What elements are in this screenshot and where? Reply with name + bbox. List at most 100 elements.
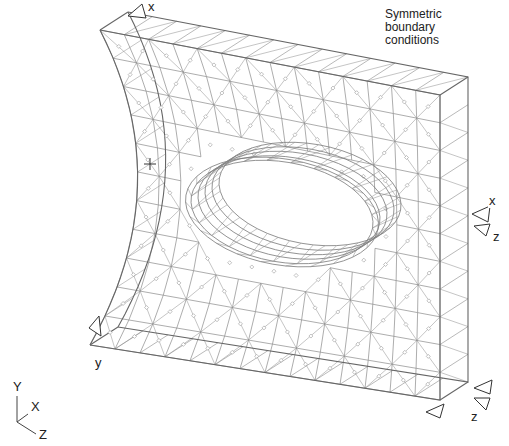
node-marker	[188, 224, 192, 228]
mesh-line	[440, 132, 468, 150]
mesh-line	[221, 53, 229, 81]
hole-ring	[186, 157, 379, 267]
node-marker	[426, 354, 430, 358]
mesh-line	[417, 95, 440, 118]
mesh-line	[395, 169, 397, 197]
mesh-line	[186, 271, 193, 300]
mesh-line	[133, 211, 161, 229]
mesh-line	[325, 324, 348, 328]
mesh-line	[300, 95, 304, 123]
mesh-line	[416, 118, 418, 146]
mesh-line	[157, 148, 179, 152]
node-marker	[307, 81, 311, 85]
mesh-line	[146, 91, 153, 119]
node-marker	[362, 258, 366, 262]
node-marker	[405, 295, 409, 299]
mesh-line	[197, 105, 214, 129]
mesh-line	[323, 76, 343, 99]
hole-mesh-line	[273, 243, 301, 261]
node-marker	[144, 215, 148, 219]
mesh-line	[225, 336, 249, 340]
mesh-line	[415, 378, 443, 396]
mesh-line	[372, 137, 374, 165]
mesh-line	[392, 364, 416, 368]
hole-mesh-line	[367, 222, 395, 240]
hole-mesh-line	[373, 228, 376, 236]
boundary-condition-symbols	[89, 4, 492, 418]
mesh-line	[417, 285, 418, 313]
node-marker	[132, 334, 136, 338]
node-marker	[131, 273, 135, 277]
node-marker	[403, 350, 407, 354]
mesh-line	[165, 339, 193, 357]
mesh-line	[391, 86, 393, 114]
node-marker	[331, 86, 335, 90]
node-marker	[166, 219, 170, 223]
mesh-line	[373, 304, 395, 308]
mesh-line	[416, 77, 468, 90]
mesh-line	[417, 118, 440, 150]
hole-mesh-line	[229, 223, 248, 246]
node-marker	[359, 314, 363, 318]
mesh-line	[201, 308, 233, 333]
node-marker	[228, 261, 232, 265]
hole-mesh-line	[365, 183, 393, 201]
mesh-line	[173, 31, 225, 44]
hole-mesh-line	[196, 176, 197, 183]
mesh-line	[153, 299, 186, 324]
mesh-line	[221, 35, 249, 53]
mesh-line	[418, 229, 440, 233]
hole-mesh-line	[190, 216, 199, 222]
hole-mesh-line	[250, 237, 278, 255]
hole-mesh	[186, 142, 401, 266]
hole-mesh-line	[365, 201, 374, 207]
node-marker	[208, 143, 212, 147]
mesh-line	[197, 31, 225, 49]
mesh-line	[131, 97, 159, 115]
mesh-line	[371, 332, 392, 364]
mesh-line	[440, 261, 468, 271]
mesh-line	[304, 100, 323, 123]
hole-mesh-line	[310, 263, 320, 267]
mesh-line	[348, 300, 351, 328]
mesh-line	[209, 303, 232, 307]
node-marker	[382, 151, 386, 155]
mesh-line	[392, 340, 417, 364]
mesh-line	[296, 324, 324, 348]
bc-triangle	[472, 206, 490, 222]
mesh-line	[136, 63, 168, 96]
mesh-line	[159, 176, 181, 180]
hole-mesh-line	[333, 258, 340, 264]
mesh-line	[397, 253, 418, 285]
mesh-line	[163, 295, 186, 299]
mesh-line	[279, 287, 284, 315]
node-marker	[167, 162, 171, 166]
mesh-line	[131, 115, 153, 120]
mesh-line	[140, 262, 149, 291]
mesh-line	[237, 109, 242, 137]
mesh-line	[175, 124, 179, 152]
mesh-line	[149, 262, 171, 266]
mesh-line	[197, 35, 249, 48]
mesh-lines	[90, 12, 468, 400]
hole-mesh-line	[208, 151, 244, 173]
node-marker	[404, 128, 408, 132]
mesh-line	[171, 266, 186, 299]
mesh-line	[171, 242, 199, 266]
mesh-line	[325, 324, 345, 356]
mesh-line	[136, 125, 164, 143]
node-marker	[189, 167, 193, 171]
node-marker	[427, 160, 431, 164]
hole-ring	[205, 151, 387, 254]
mesh-line	[219, 133, 241, 138]
hole-mesh-line	[212, 211, 233, 235]
node-marker	[186, 138, 190, 142]
mesh-line	[253, 86, 259, 114]
node-marker	[384, 262, 388, 266]
mesh-line	[255, 312, 278, 316]
mesh-line	[417, 317, 440, 341]
mesh-line	[392, 364, 415, 396]
mesh-line	[350, 132, 352, 160]
mesh-line	[177, 238, 199, 242]
hole-mesh-line	[199, 205, 227, 223]
